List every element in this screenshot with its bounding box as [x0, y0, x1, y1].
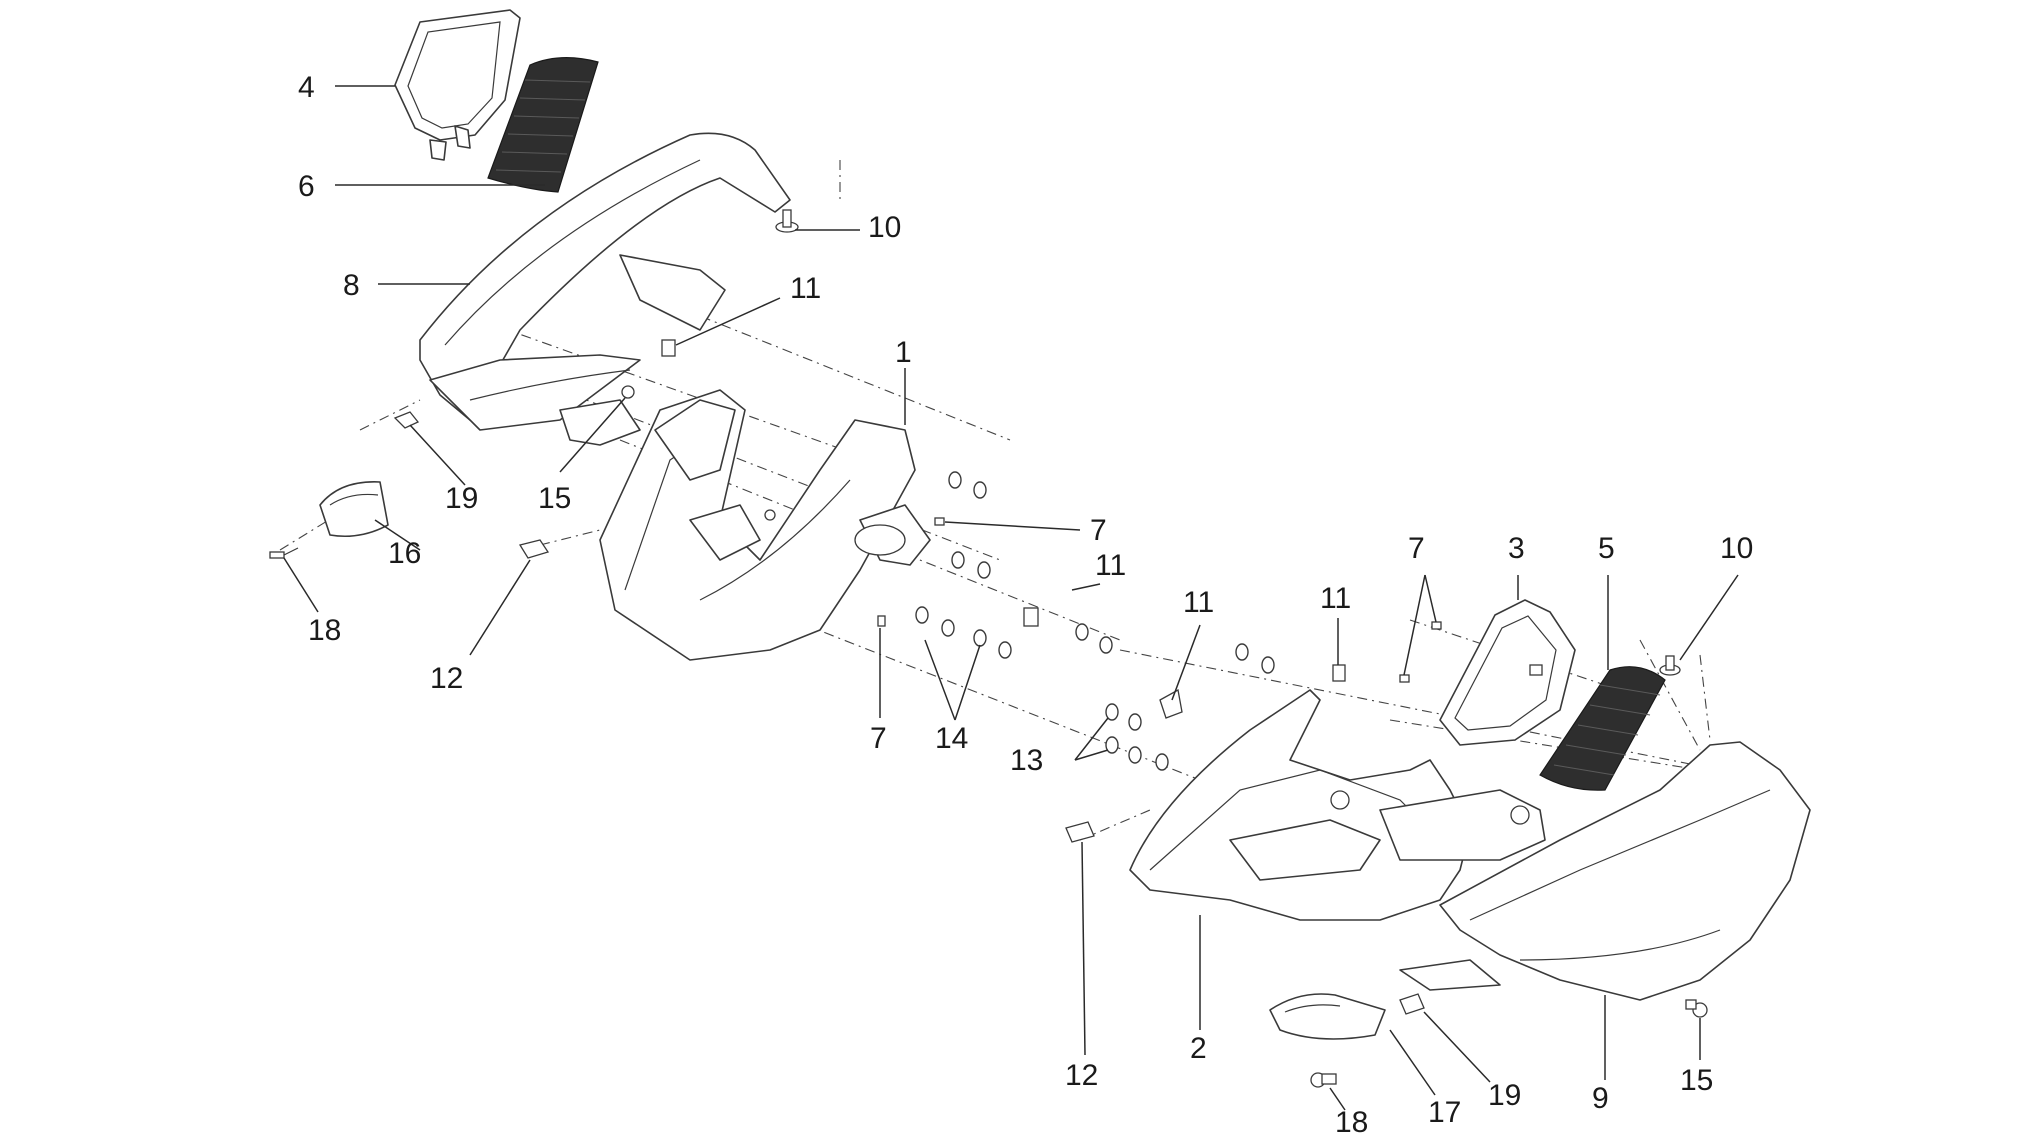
- callout-11-d: 11: [1320, 582, 1351, 615]
- part-7-screws: [877, 517, 1442, 683]
- callout-13: 13: [1010, 744, 1043, 777]
- part-11-clip-c: [1159, 688, 1183, 719]
- part-12-clip-right: [1065, 821, 1095, 843]
- part-10-screw-top: [775, 209, 799, 233]
- callout-18-left: 18: [308, 614, 341, 647]
- callout-10-top: 10: [868, 211, 901, 244]
- callout-1: 1: [895, 336, 912, 369]
- callout-15-left: 15: [538, 482, 571, 515]
- part-5-mesh-grille-right: [1539, 666, 1666, 791]
- callout-16: 16: [388, 537, 421, 570]
- part-18-screw-right: [1310, 1072, 1337, 1088]
- part-10-screw-right: [1659, 655, 1681, 676]
- callout-11-a: 11: [790, 272, 821, 305]
- callout-7-c: 7: [1408, 532, 1425, 565]
- callout-6: 6: [298, 170, 315, 203]
- part-3-frame-right: [1439, 599, 1576, 746]
- callout-5: 5: [1598, 532, 1615, 565]
- part-4-frame-left: [394, 9, 521, 161]
- part-17-lens-right: [1269, 993, 1386, 1040]
- part-9-lower-fairing-right: [1399, 741, 1811, 1001]
- callout-19-right: 19: [1488, 1079, 1521, 1112]
- callout-12-left: 12: [430, 662, 463, 695]
- part-19-clip-right: [1399, 993, 1425, 1015]
- callout-7-b: 7: [870, 722, 887, 755]
- part-16-lens-left: [319, 481, 389, 538]
- callout-15-right: 15: [1680, 1064, 1713, 1097]
- callout-12-right: 12: [1065, 1059, 1098, 1092]
- part-11-clip-b: [1023, 607, 1039, 627]
- callout-labels: 4 6 8 10 11 1 19 15 16 7 11 18 12 7 14 7…: [298, 71, 1753, 1138]
- part-6-mesh-grille-left: [487, 57, 599, 193]
- callout-10-right: 10: [1720, 532, 1753, 565]
- part-18-screw-left: [269, 547, 299, 559]
- washer-group: [915, 471, 1275, 771]
- leader-lines: [283, 85, 1739, 1111]
- part-15-screw-right: [1685, 999, 1708, 1018]
- callout-3: 3: [1508, 532, 1525, 565]
- part-15-screw-left: [621, 385, 635, 399]
- callout-19-left: 19: [445, 482, 478, 515]
- callout-11-b: 11: [1095, 549, 1126, 582]
- callout-14: 14: [935, 722, 968, 755]
- part-11-clip-a: [661, 339, 676, 357]
- part-12-clip-left: [518, 539, 550, 559]
- callout-4: 4: [298, 71, 315, 104]
- callout-18-right: 18: [1335, 1106, 1368, 1138]
- callout-8: 8: [343, 269, 360, 302]
- callout-2: 2: [1190, 1032, 1207, 1065]
- part-11-clip-d: [1332, 664, 1346, 682]
- part-2-lower-fairing: [1129, 689, 1546, 921]
- part-19-clip-left: [393, 411, 420, 429]
- callout-11-c: 11: [1183, 586, 1214, 619]
- callout-7-a: 7: [1090, 514, 1107, 547]
- part-1-center-fairing: [599, 389, 931, 661]
- part-8-upper-cowl: [419, 132, 791, 446]
- callout-9: 9: [1592, 1082, 1609, 1115]
- callout-17: 17: [1428, 1096, 1461, 1129]
